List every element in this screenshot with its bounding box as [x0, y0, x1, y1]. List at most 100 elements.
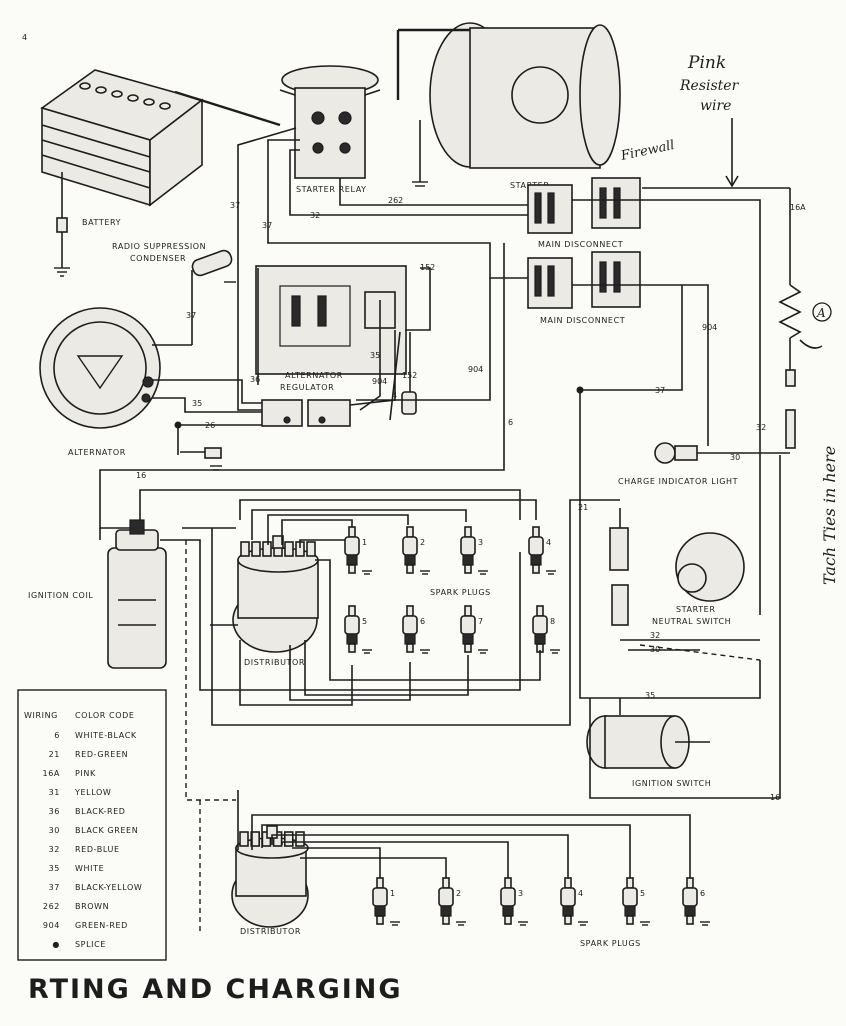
legend-code: 262 [43, 902, 60, 911]
wire-num-16c: 16 [770, 793, 780, 802]
note-pink: Pink [687, 53, 726, 73]
section-title: RTING AND CHARGING [28, 974, 403, 1005]
legend-code: 30 [49, 826, 60, 835]
legend-code: 36 [49, 807, 60, 816]
wire-num-4: 4 [392, 391, 397, 400]
distributor-tower [240, 541, 250, 557]
battery-label: BATTERY [82, 218, 121, 227]
charge-light-label: CHARGE INDICATOR LIGHT [618, 477, 738, 486]
alternator-label: ALTERNATOR [68, 448, 126, 457]
spark-plug: 3 [500, 877, 528, 926]
distributor-tower [284, 541, 294, 557]
neutral-switch-label-1: STARTER [676, 605, 716, 614]
note-circle [812, 302, 832, 322]
spark-plug-number: 4 [578, 889, 583, 898]
main-disconnect-upper-label: MAIN DISCONNECT [538, 240, 623, 249]
distributor-six [231, 825, 309, 928]
condenser-label-1: RADIO SUPPRESSION [112, 242, 206, 251]
spark-plug-number: 2 [456, 889, 461, 898]
legend-header-color-code: COLOR CODE [75, 711, 135, 720]
charge-indicator-light [654, 442, 790, 464]
wire-num-32b: 32 [756, 423, 766, 432]
spark-plug-number: 6 [420, 617, 425, 626]
starter-relay [279, 65, 381, 179]
wire-num-30b: 30 [650, 645, 660, 654]
legend-code: 16A [43, 769, 60, 778]
distributor-v8 [232, 535, 319, 653]
resistor-wire [642, 187, 802, 449]
note-resister: Resister [679, 78, 740, 94]
wire-num-37d: 37 [655, 386, 665, 395]
wire-num-262: 262 [388, 196, 403, 205]
spark-plug-number: 1 [362, 538, 367, 547]
alternator [39, 307, 222, 471]
legend-color: SPLICE [75, 940, 106, 949]
wire-num-21: 21 [578, 503, 588, 512]
legend-code: 904 [43, 921, 60, 930]
spark-plug: 6 [682, 877, 710, 926]
starter-motor [396, 22, 621, 187]
distributor-six-label: DISTRIBUTOR [240, 927, 301, 936]
regulator-connector [261, 391, 417, 427]
page-label: 4 [22, 33, 27, 42]
distributor-center-tower [272, 535, 284, 549]
spark-plug: 2 [402, 526, 430, 575]
battery-cell-cap [95, 86, 107, 94]
distributor-tower [262, 541, 272, 557]
spark-plug-number: 1 [390, 889, 395, 898]
splice-dot-2 [174, 421, 182, 429]
legend-color: BLACK-YELLOW [75, 883, 142, 892]
battery [40, 69, 281, 277]
legend-code: ● [52, 940, 60, 949]
wiring-harness [99, 127, 781, 878]
wire-num-26: 26 [205, 421, 215, 430]
spark-plug-number: 5 [640, 889, 645, 898]
legend-color: GREEN-RED [75, 921, 128, 930]
battery-cell-cap [79, 82, 91, 90]
legend-code: 31 [49, 788, 60, 797]
legend-color: YELLOW [74, 788, 111, 797]
wire-num-16a: 16A [790, 203, 806, 212]
battery-cell-cap [143, 98, 155, 106]
wire-num-904a: 904 [372, 377, 387, 386]
spark-plug: 1 [372, 877, 400, 926]
radio-condenser [191, 249, 236, 345]
spark-plug-number: 8 [550, 617, 555, 626]
spark-plug-number: 3 [518, 889, 523, 898]
distributor-tower [251, 541, 261, 557]
regulator-label-1: ALTERNATOR [285, 371, 343, 380]
wire-num-904b: 904 [468, 365, 483, 374]
spark-plug-number: 6 [700, 889, 705, 898]
spark-plug: 5 [622, 877, 650, 926]
wire-num-35a: 35 [370, 351, 380, 360]
distributor-tower [306, 541, 316, 557]
wire-num-35b: 35 [192, 399, 202, 408]
note-arrowhead [725, 175, 739, 188]
spark-plug: 7 [460, 605, 488, 654]
spark-plugs-six: 1 2 3 4 5 6 [372, 877, 710, 926]
starter-neutral-switch [609, 508, 745, 626]
battery-cell-cap [127, 94, 139, 102]
battery-cell-cap [111, 90, 123, 98]
wire-num-904c: 904 [702, 323, 717, 332]
legend-code: 37 [49, 883, 60, 892]
note-wire: wire [700, 98, 731, 114]
spark-plug: 6 [402, 605, 430, 654]
distributor-tower [239, 831, 249, 847]
alternator-regulator [255, 265, 407, 375]
legend-code: 35 [49, 864, 60, 873]
spark-plug: 3 [460, 526, 488, 575]
legend-color: RED-BLUE [75, 845, 120, 854]
main-disconnect-upper [527, 177, 641, 234]
legend-color: RED-GREEN [75, 750, 128, 759]
legend-color: BROWN [75, 902, 109, 911]
legend-color: WHITE [75, 864, 104, 873]
spark-plugs-v8-label: SPARK PLUGS [430, 588, 491, 597]
wire-num-152a: 152 [420, 263, 435, 272]
starter-relay-label: STARTER RELAY [296, 185, 367, 194]
spark-plug-number: 5 [362, 617, 367, 626]
legend-code: 32 [49, 845, 60, 854]
note-pointer [799, 339, 823, 349]
